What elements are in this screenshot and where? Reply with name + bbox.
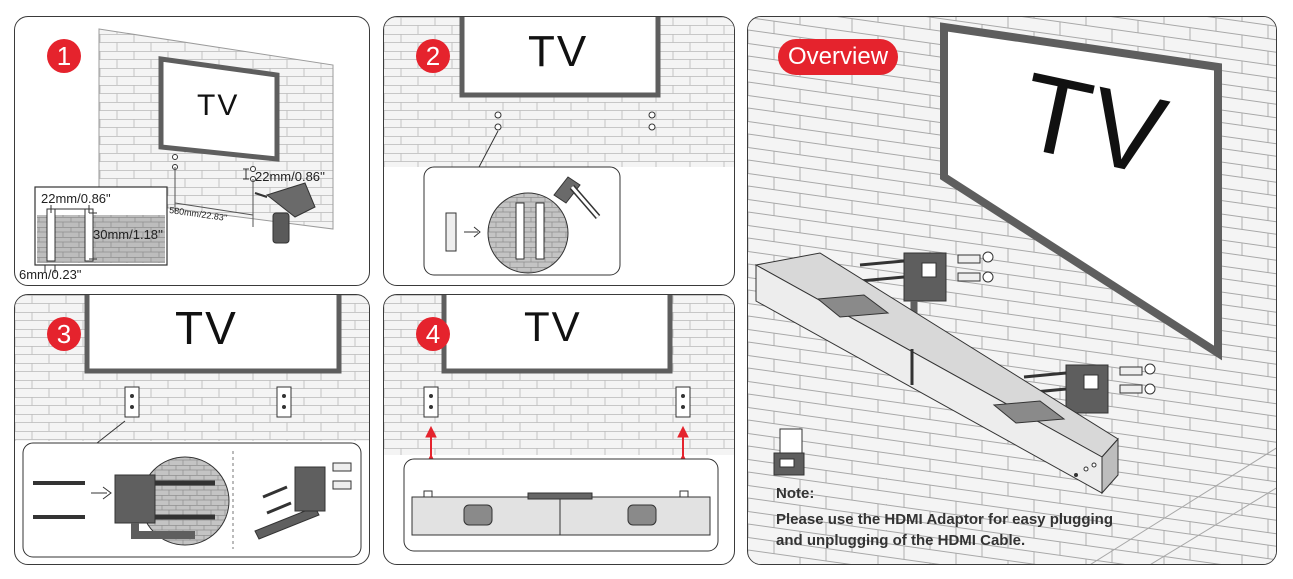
dimension-inset-spacing: 22mm/0.86" [41, 191, 111, 206]
step-4-tv-label: TV [524, 303, 582, 350]
tv-frame [158, 56, 280, 162]
step-1-illustration [34, 28, 334, 273]
tv-bottom [441, 295, 673, 374]
step-3-tv-label: TV [175, 302, 238, 354]
step-2-panel: 2 TV [383, 16, 735, 286]
step-3-illustration [15, 295, 369, 558]
step-4-illustration [384, 295, 734, 552]
dimension-vertical-spacing: 22mm/0.86'' [255, 169, 325, 184]
hammer-icon [553, 176, 601, 219]
note-title: Note: [776, 485, 815, 502]
note-body: Please use the HDMI Adaptor for easy plu… [776, 511, 1114, 549]
step-1-tv-label: TV [197, 89, 240, 122]
step-1-panel: 1 TV 22mm/0.86'' 22mm/0.86" 580mm/22.83'… [14, 16, 370, 286]
soundbar-icon [411, 490, 711, 536]
wall-bracket-icon [1023, 363, 1156, 414]
soundbar-icon [754, 252, 1119, 495]
hdmi-adaptor-icon [773, 428, 805, 476]
step-1-badge: 1 [47, 39, 81, 73]
dimension-diameter: 6mm/0.23" [19, 267, 82, 282]
drill-icon [254, 182, 316, 244]
step-4-badge: 4 [416, 317, 450, 351]
tv-frame [940, 22, 1222, 361]
step-2-illustration [384, 17, 734, 276]
step-2-tv-label: TV [528, 27, 589, 76]
overview-illustration [748, 17, 1276, 564]
step-3-badge: 3 [47, 317, 81, 351]
step-2-badge: 2 [416, 39, 450, 73]
step-3-panel: 3 TV [14, 294, 370, 565]
overview-badge: Overview [778, 39, 899, 75]
overview-panel: Overview TV Note: Please use the HDMI Ad… [747, 16, 1277, 565]
bracket-assembly-icon [254, 462, 352, 540]
step-4-panel: 4 TV [383, 294, 735, 565]
tv-bottom [84, 295, 342, 374]
tv-bottom [459, 17, 661, 98]
dimension-depth: 30mm/1.18'' [93, 227, 163, 242]
